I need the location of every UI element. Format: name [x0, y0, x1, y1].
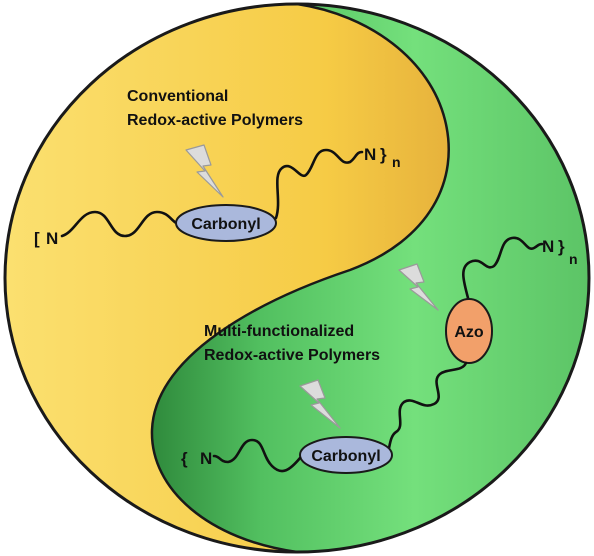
bottom-repeat-sub: n — [569, 251, 578, 267]
top-repeat-sub: n — [392, 154, 401, 170]
top-chain-right-wave — [274, 148, 364, 220]
lightning-icon — [185, 144, 224, 198]
top-carbonyl-label: Carbonyl — [191, 216, 260, 233]
bottom-chain-left-wave — [212, 438, 302, 473]
lightning-icon — [299, 379, 341, 429]
lightning-icon — [398, 263, 439, 311]
bottom-chain-N-left: N — [200, 449, 212, 468]
top-chain-left-wave — [60, 210, 182, 238]
top-title-line1: Conventional — [127, 88, 228, 105]
top-chain-end-left: [ — [34, 229, 40, 248]
top-title-line2: Redox-active Polymers — [127, 112, 303, 129]
bottom-chain-middle-wave — [386, 361, 468, 454]
outer-border — [3, 2, 591, 554]
top-chain-end-right: } — [380, 145, 387, 164]
top-chain-N-left: N — [46, 229, 58, 248]
bottom-chain-top-wave — [462, 236, 544, 304]
top-carbonyl-unit — [175, 204, 277, 242]
top-chain-N-right: N — [364, 145, 376, 164]
divider-curve — [150, 2, 450, 554]
azo-unit — [445, 298, 493, 364]
bottom-chain-end-right: } — [558, 237, 565, 256]
azo-label: Azo — [454, 324, 484, 341]
bottom-title-line2: Redox-active Polymers — [204, 347, 380, 364]
bottom-chain-N-right: N — [542, 237, 554, 256]
bottom-carbonyl-label: Carbonyl — [311, 448, 380, 465]
green-region — [151, 4, 589, 552]
bottom-chain-end-left: { — [181, 449, 188, 468]
bottom-title-line1: Multi-functionalized — [204, 323, 354, 340]
bottom-carbonyl-unit — [299, 436, 393, 474]
